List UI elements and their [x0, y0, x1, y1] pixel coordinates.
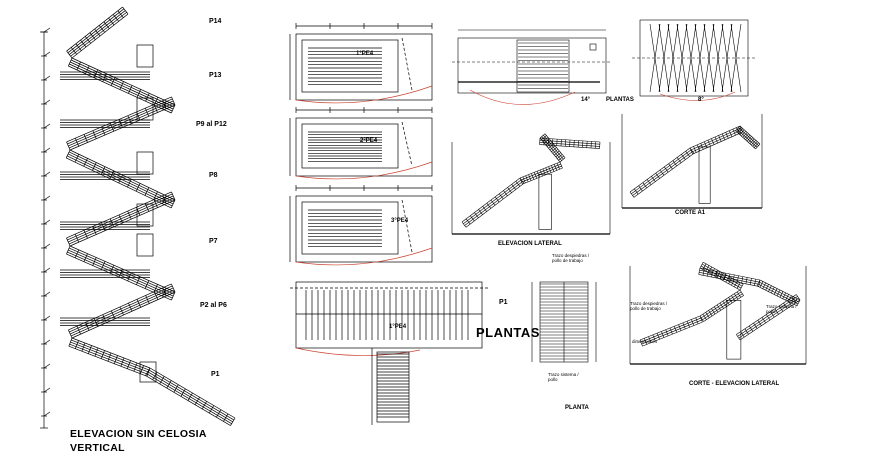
note-right: Trazo sistema / pollo: [766, 304, 797, 314]
level-label-p9-p12: P9 al P12: [196, 121, 227, 128]
label-14: 14°: [581, 97, 591, 103]
level-label-p8: P8: [209, 172, 218, 179]
plan-tag-4: 1°PE4: [389, 324, 407, 330]
corte-a1-label: CORTE A1: [675, 210, 706, 216]
planta-label: PLANTA: [565, 405, 589, 411]
level-label-p2-p6: P2 al P6: [200, 302, 227, 309]
plan-level-p1: P1: [499, 299, 508, 306]
elevation-title-line1: ELEVACION SIN CELOSIA: [70, 428, 207, 440]
label-8: 8°: [698, 97, 704, 103]
note-top: Trazo despiedras / pollo de trabajo: [552, 253, 590, 263]
note-bottom: Trazo sistema / pollo: [548, 372, 579, 382]
level-label-p7: P7: [209, 238, 218, 245]
plan-tag-2: 2°PE4: [360, 138, 378, 144]
level-label-p13: P13: [209, 72, 222, 79]
stair-details: [451, 19, 807, 365]
corte-elevacion-lateral-label: CORTE - ELEVACION LATERAL: [689, 381, 780, 387]
plan-tag-1: 1°PE4: [356, 51, 374, 57]
note-dims: dimensiones: [632, 339, 658, 344]
plan-tag-3: 3°PE4: [391, 218, 409, 224]
level-label-p1: P1: [211, 371, 220, 378]
stair-elevation: [40, 6, 236, 429]
elevation-title-line2: VERTICAL: [70, 442, 125, 454]
note-left: Trazo despiedras / pollo de trabajo: [630, 301, 668, 311]
level-label-p14: P14: [209, 18, 222, 25]
elevacion-lateral-label: ELEVACION LATERAL: [498, 241, 562, 247]
plans-title: PLANTAS: [476, 325, 540, 340]
plantas-small-label: PLANTAS: [606, 97, 634, 103]
floor-plans: [289, 23, 490, 425]
